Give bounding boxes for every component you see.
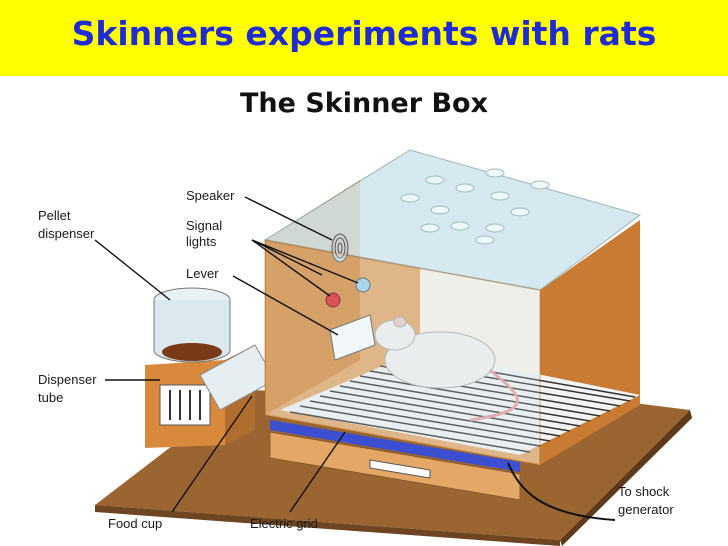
label-pellet-dispenser-1: Pellet (38, 208, 71, 223)
leader-lines (94, 196, 359, 513)
label-lever: Lever (186, 266, 219, 281)
label-dispenser-tube-1: Dispenser (38, 372, 97, 387)
glass-roof (263, 149, 642, 291)
tube-mechanism (169, 390, 201, 420)
drawer-handle (369, 459, 431, 479)
dispenser-tube-window (159, 384, 211, 426)
slide-subtitle: The Skinner Box (239, 88, 489, 119)
shock-cable (507, 462, 616, 521)
speaker-icon (331, 233, 349, 263)
title-banner (0, 0, 728, 76)
rat (374, 316, 519, 422)
label-shock-generator-2: generator (618, 502, 674, 517)
label-pellet-dispenser-2: dispenser (38, 226, 95, 241)
front-glass (264, 238, 541, 467)
grid-floor (280, 350, 640, 455)
slide-title: Skinners experiments with rats (71, 14, 657, 53)
signal-light-blue (355, 277, 371, 293)
label-signal-lights-1: Signal (186, 218, 222, 233)
label-food-cup: Food cup (108, 516, 162, 531)
label-shock-generator-1: To shock (618, 484, 670, 499)
label-dispenser-tube-2: tube (38, 390, 63, 405)
roof-holes (400, 168, 550, 245)
label-signal-lights-2: lights (186, 234, 217, 249)
label-electric-grid: Electric grid (250, 516, 318, 531)
base-board-side (560, 410, 692, 546)
label-speaker: Speaker (186, 188, 235, 203)
base-board-edge (95, 505, 560, 546)
grid-strip (270, 420, 520, 472)
lever (329, 314, 376, 361)
pellets (162, 343, 222, 361)
